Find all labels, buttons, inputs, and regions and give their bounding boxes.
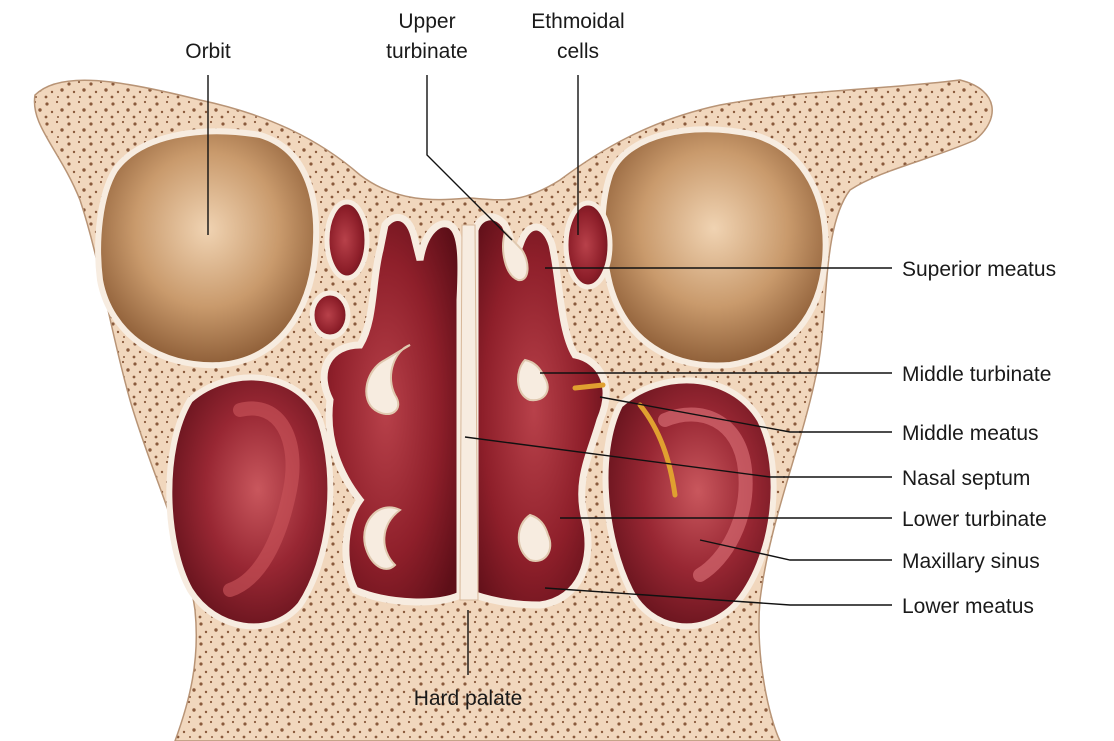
label-maxillary-sinus: Maxillary sinus <box>902 550 1040 573</box>
ethmoid-cell-right <box>566 203 610 287</box>
label-ethmoidal-cells-line1: Ethmoidal <box>531 10 624 33</box>
label-nasal-septum: Nasal septum <box>902 467 1030 490</box>
label-superior-meatus: Superior meatus <box>902 258 1056 281</box>
label-upper-turbinate-line2: turbinate <box>386 40 468 63</box>
orbit-right <box>603 129 826 365</box>
nasal-septum-shape <box>460 225 478 600</box>
label-middle-meatus: Middle meatus <box>902 422 1039 445</box>
label-hard-palate: Hard palate <box>414 687 523 710</box>
label-lower-meatus: Lower meatus <box>902 595 1034 618</box>
label-lower-turbinate: Lower turbinate <box>902 508 1047 531</box>
orbit-left <box>98 131 316 365</box>
label-orbit: Orbit <box>185 40 231 63</box>
ethmoid-cell-left-lower <box>312 293 348 337</box>
label-upper-turbinate-line1: Upper <box>398 10 455 33</box>
label-middle-turbinate: Middle turbinate <box>902 363 1051 386</box>
label-ethmoidal-cells-line2: cells <box>557 40 599 63</box>
ethmoid-cell-left-upper <box>327 202 367 278</box>
